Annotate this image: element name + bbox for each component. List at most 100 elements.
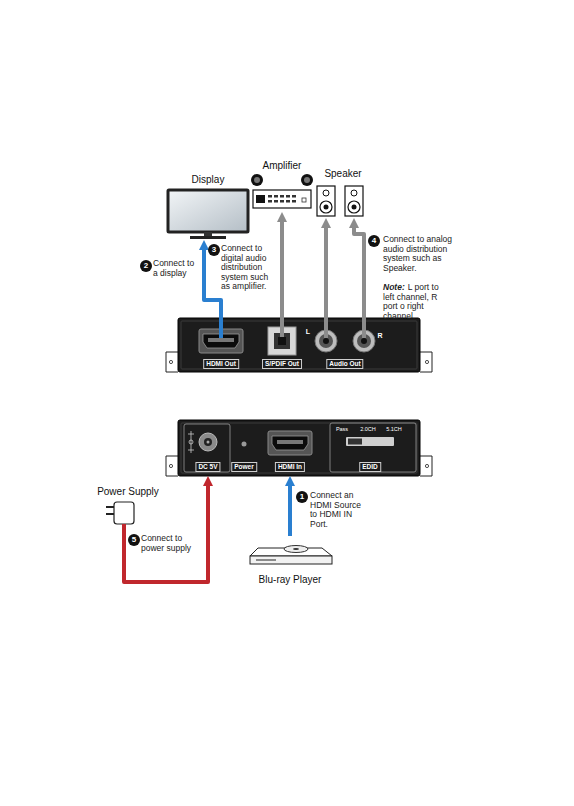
input-panel-drawing <box>169 464 172 467</box>
hdmi-out-port <box>219 318 223 338</box>
amplifier-drawing <box>280 195 284 198</box>
tv-drawing <box>204 232 212 236</box>
speaker-drawing <box>351 190 357 196</box>
port-label: HDMI In <box>275 462 305 472</box>
amplifier-drawing <box>280 200 284 203</box>
port-label: Power <box>231 462 257 472</box>
cable <box>124 484 208 582</box>
device-name: Speaker <box>314 168 372 180</box>
note-block: Note:L port to left channel, R port o ri… <box>383 283 451 321</box>
port-label: HDMI Out <box>203 359 239 369</box>
player-drawing <box>250 546 332 565</box>
amplifier-drawing <box>292 195 296 198</box>
device-name: Display <box>162 174 254 186</box>
amplifier-drawing <box>302 198 306 202</box>
output-panel-drawing <box>169 360 172 363</box>
callout-number: 2 <box>140 260 152 272</box>
dc-jack <box>184 424 230 472</box>
channel-label: L <box>306 328 310 336</box>
spdif-port <box>278 337 286 345</box>
input-panel-drawing <box>425 464 428 467</box>
switch-position: Pass <box>336 426 348 432</box>
adapter-drawing <box>114 502 134 524</box>
port-label: S/PDIF Out <box>262 359 302 369</box>
audio-jack <box>323 338 329 344</box>
cable <box>204 248 221 318</box>
hdmi-in-port <box>272 436 308 450</box>
edid-switch <box>346 437 394 446</box>
hdmi-in-port <box>277 440 303 444</box>
amplifier-drawing <box>304 177 310 183</box>
amplifier-drawing <box>286 195 290 198</box>
power-led <box>242 442 247 447</box>
speaker-drawing <box>352 205 357 210</box>
hdmi-in-port <box>268 431 312 455</box>
hdmi-out-port <box>208 338 234 342</box>
dc-jack <box>199 433 217 451</box>
speaker-device: Speaker <box>314 168 372 218</box>
callout-number: 1 <box>296 491 308 503</box>
amplifier-drawing <box>274 195 278 198</box>
output-panel-drawing <box>178 318 420 372</box>
power-supply: Power Supply <box>86 486 170 530</box>
amplifier-drawing <box>251 174 313 208</box>
adapter-drawing <box>106 513 114 515</box>
note-heading: Note: <box>383 282 405 292</box>
callout-number: 3 <box>208 244 220 256</box>
cable <box>354 226 364 318</box>
display-device: Display <box>162 174 254 240</box>
amplifier-drawing <box>274 200 278 203</box>
cable <box>324 226 328 318</box>
amplifier-drawing <box>253 190 311 208</box>
amplifier-drawing <box>251 174 263 186</box>
input-panel-drawing <box>166 456 178 476</box>
speaker-drawing <box>320 201 332 213</box>
audio-jack <box>324 318 328 338</box>
output-panel-drawing <box>420 352 432 372</box>
amplifier-drawing <box>268 195 272 198</box>
tv-drawing <box>168 190 248 239</box>
callout-number: 5 <box>128 534 140 546</box>
source-device: Blu-ray Player <box>238 536 342 586</box>
callout-text: Connect to digital audio distribution sy… <box>221 244 275 292</box>
port-label: Audio Out <box>326 359 363 369</box>
player-drawing <box>256 560 276 561</box>
callout-number: 4 <box>368 235 380 247</box>
dc-jack <box>207 441 210 444</box>
power-led <box>242 442 247 447</box>
speaker-drawing <box>317 186 363 216</box>
dc-jack <box>189 440 193 444</box>
switch-position: 2.0CH <box>360 426 376 432</box>
device-name: Amplifier <box>248 160 316 172</box>
input-panel: DC 5VPowerHDMI InPass2.0CH5.1CHEDID <box>178 420 420 476</box>
output-panel-drawing <box>166 318 432 372</box>
dc-jack <box>184 424 230 472</box>
callout-text: Connect to power supply <box>141 534 201 553</box>
tv-drawing <box>190 236 226 239</box>
callout-text: Connect to analog audio distribution sys… <box>383 235 463 273</box>
output-panel-drawing <box>181 321 417 369</box>
channel-label: R <box>377 332 382 340</box>
player-drawing <box>250 556 332 564</box>
hdmi-in-port <box>268 431 312 455</box>
output-panel-drawing <box>166 352 178 372</box>
adapter-drawing <box>106 506 114 508</box>
speaker-drawing <box>323 190 329 196</box>
spdif-port <box>280 318 284 337</box>
output-panel: HDMI Out S/PDIF Out Audio Out L R <box>178 318 420 372</box>
edid-switch <box>330 423 416 472</box>
port-label: EDID <box>359 462 381 472</box>
input-panel-drawing <box>181 423 417 473</box>
device-name: Blu-ray Player <box>238 574 342 586</box>
input-panel-drawing <box>166 420 432 476</box>
switch-position: 5.1CH <box>386 426 402 432</box>
dc-jack <box>188 434 194 435</box>
speaker-drawing <box>324 205 329 210</box>
adapter-drawing <box>106 502 134 530</box>
audio-jack <box>362 318 366 338</box>
output-panel-drawing <box>425 360 428 363</box>
dc-jack <box>204 438 212 446</box>
cable <box>288 484 292 536</box>
